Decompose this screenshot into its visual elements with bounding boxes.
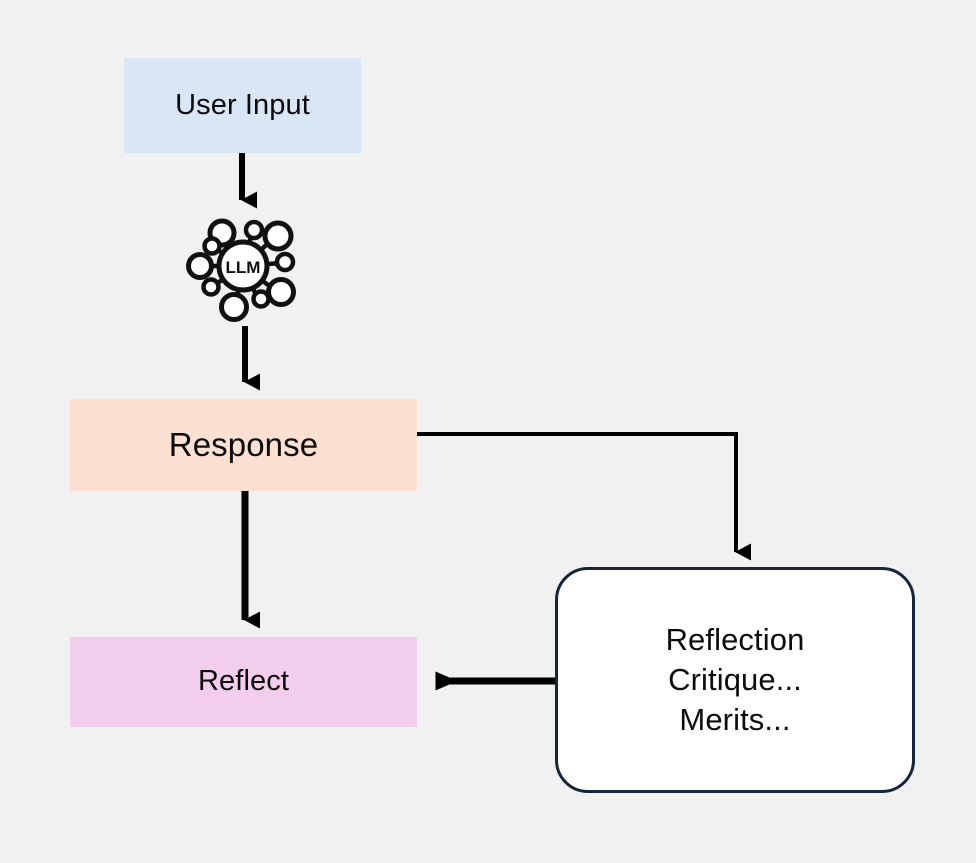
edge-response-to-reflection-card xyxy=(417,432,751,561)
node-reflect[interactable]: Reflect xyxy=(70,637,417,727)
node-reflection-card[interactable]: Reflection Critique... Merits... xyxy=(555,567,915,793)
node-response[interactable]: Response xyxy=(70,399,417,491)
node-reflect-label: Reflect xyxy=(198,665,289,698)
node-user-input-label: User Input xyxy=(175,88,310,121)
node-response-label: Response xyxy=(168,425,319,463)
node-user-input[interactable]: User Input xyxy=(124,58,361,153)
node-reflection-card-label: Reflection Critique... Merits... xyxy=(665,622,805,737)
llm-icon-label: LLM xyxy=(226,258,261,277)
llm-network-icon: LLM xyxy=(186,209,300,323)
